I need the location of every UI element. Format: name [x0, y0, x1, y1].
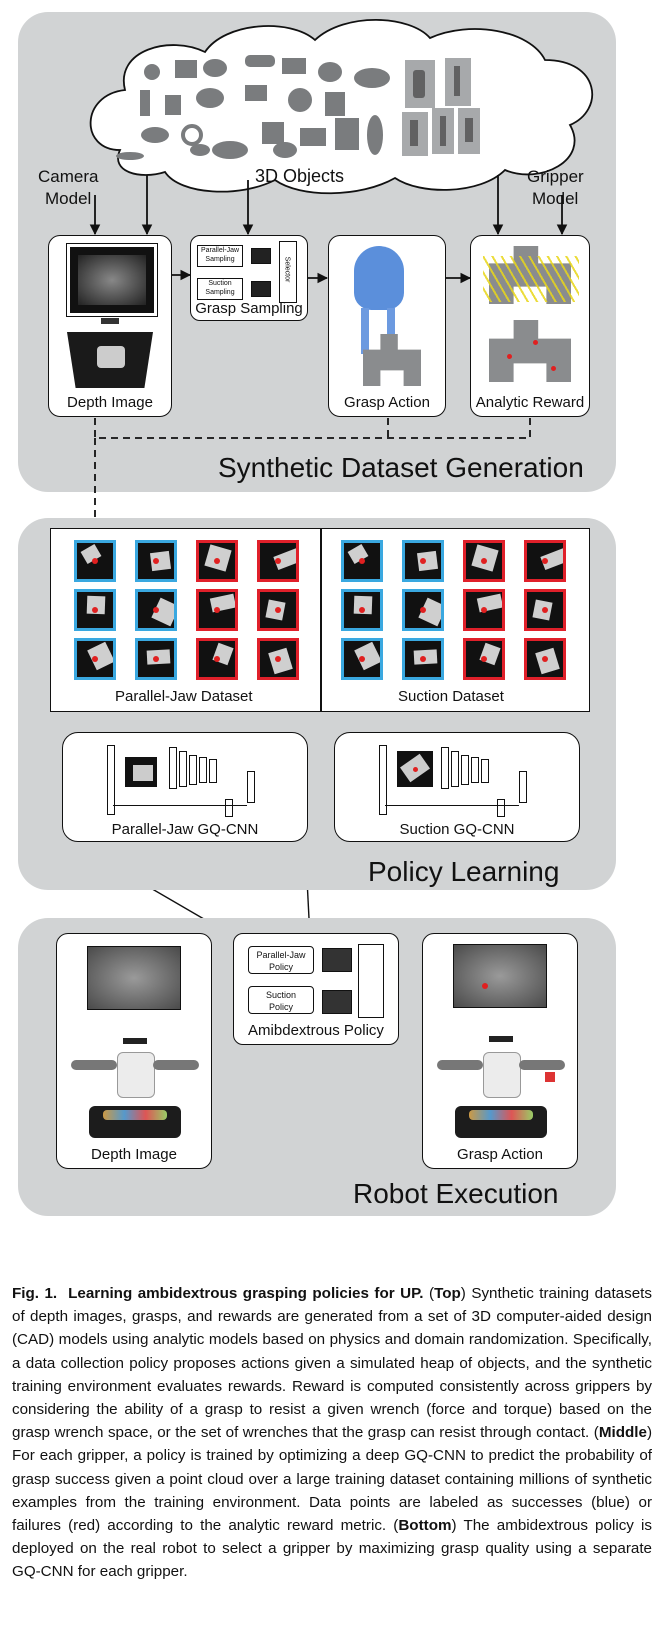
parallel-jaw-dataset-label: Parallel-Jaw Dataset	[115, 688, 253, 705]
camera-model-label-1: Camera	[38, 167, 99, 186]
gripper-model-label-1: Gripper	[527, 167, 584, 186]
gripper-model-label-2: Model	[532, 189, 579, 208]
policy-selector	[358, 944, 384, 1018]
policy-learning-title: Policy Learning	[368, 856, 560, 887]
grasp-action-label: Grasp Action	[344, 394, 430, 411]
suction-tile-blue	[402, 540, 444, 582]
parallel-jaw-gqcnn-label: Parallel-Jaw GQ-CNN	[111, 821, 259, 838]
suction-dataset-label: Suction Dataset	[398, 688, 504, 705]
parallel-jaw-tile-red	[257, 540, 299, 582]
parallel-jaw-tile-blue	[74, 540, 116, 582]
camera-icon	[101, 318, 119, 324]
robot-grasp-action-label: Grasp Action	[457, 1146, 543, 1163]
suction-tile-blue	[341, 638, 383, 680]
parallel-jaw-tile-blue	[74, 638, 116, 680]
caption-middle-text: For each gripper, a policy is trained by…	[12, 1447, 652, 1535]
3d-object-shapes	[116, 55, 390, 160]
suction-gqcnn-box: Suction GQ-CNN	[334, 732, 580, 842]
depth-screen-image	[66, 243, 158, 317]
cnn-diagram-suction	[379, 745, 529, 817]
reward-model-bottom	[489, 320, 571, 382]
depth-image-label: Depth Image	[67, 394, 153, 411]
parallel-jaw-tile-blue	[135, 638, 177, 680]
parallel-jaw-tile-red	[196, 589, 238, 631]
robot-depth-image-label: Depth Image	[91, 1146, 177, 1163]
robot-grasp-action-box: Grasp Action	[422, 933, 578, 1169]
sample-thumb-1	[251, 248, 271, 264]
suction-tile-blue	[341, 540, 383, 582]
caption-heading: Learning ambidextrous grasping policies …	[68, 1285, 424, 1302]
caption-bottom-text: The ambidextrous policy is deployed on t…	[12, 1517, 652, 1581]
parallel-jaw-tile-blue	[135, 540, 177, 582]
parallel-jaw-tile-blue	[135, 589, 177, 631]
robot-grasp-bin	[455, 1106, 547, 1138]
suction-tile-blue	[402, 638, 444, 680]
object-model	[363, 334, 421, 386]
robot-camera-icon	[123, 1038, 147, 1044]
policy-thumb-2	[322, 990, 352, 1014]
yumi-robot	[71, 1046, 199, 1102]
grasp-sampling-label: Grasp Sampling	[195, 300, 303, 317]
suction-tile-red	[524, 589, 566, 631]
bin-image	[67, 332, 153, 388]
grasp-action-box: Grasp Action	[328, 235, 446, 417]
synthetic-dataset-title: Synthetic Dataset Generation	[218, 452, 584, 483]
analytic-reward-box: Analytic Reward	[470, 235, 590, 417]
suction-gripper-model	[354, 246, 404, 310]
caption-bottom-tag: Bottom	[398, 1517, 452, 1535]
cloud-label: 3D Objects	[255, 166, 345, 186]
camera-model-label-2: Model	[45, 189, 92, 208]
suction-tile-red	[524, 540, 566, 582]
caption-middle-tag: Middle	[598, 1424, 647, 1442]
parallel-jaw-tile-red	[257, 638, 299, 680]
ambidextrous-policy-label: Amibdextrous Policy	[248, 1022, 384, 1039]
caption-fig-number: Fig. 1.	[12, 1285, 58, 1302]
suction-tile-blue	[402, 589, 444, 631]
parallel-jaw-tile-blue	[74, 589, 116, 631]
parallel-jaw-tile-red	[257, 589, 299, 631]
caption-top-tag: Top	[434, 1285, 461, 1302]
figure-caption: Fig. 1. Learning ambidextrous grasping p…	[12, 1285, 653, 1581]
robot-grasp-camera-icon	[489, 1036, 513, 1042]
cnn-diagram	[107, 745, 257, 817]
suction-tile-blue	[341, 589, 383, 631]
dataset-frame	[50, 528, 590, 712]
suction-gqcnn-label: Suction GQ-CNN	[399, 821, 515, 838]
suction-tile-red	[524, 638, 566, 680]
robot-depth-image-box: Depth Image	[56, 933, 212, 1169]
robot-bin	[89, 1106, 181, 1138]
figure-graphics	[67, 18, 594, 1043]
suction-tile-red	[463, 540, 505, 582]
robot-execution-title: Robot Execution	[353, 1178, 559, 1209]
suction-tile-red	[463, 589, 505, 631]
parallel-jaw-tile-red	[196, 540, 238, 582]
selector-block: Selector	[279, 241, 297, 303]
robot-grasp-screen	[453, 944, 547, 1008]
parallel-jaw-gqcnn-box: Parallel-Jaw GQ-CNN	[62, 732, 308, 842]
robot-depth-screen	[87, 946, 181, 1010]
analytic-reward-label: Analytic Reward	[475, 394, 585, 411]
parallel-jaw-tile-red	[196, 638, 238, 680]
suction-tile-red	[463, 638, 505, 680]
yumi-robot-grasp	[437, 1046, 565, 1102]
caption-top-text: Synthetic training datasets of depth ima…	[12, 1285, 652, 1442]
policy-thumb-1	[322, 948, 352, 972]
sample-thumb-2	[251, 281, 271, 297]
depth-image-box: Depth Image	[48, 235, 172, 417]
